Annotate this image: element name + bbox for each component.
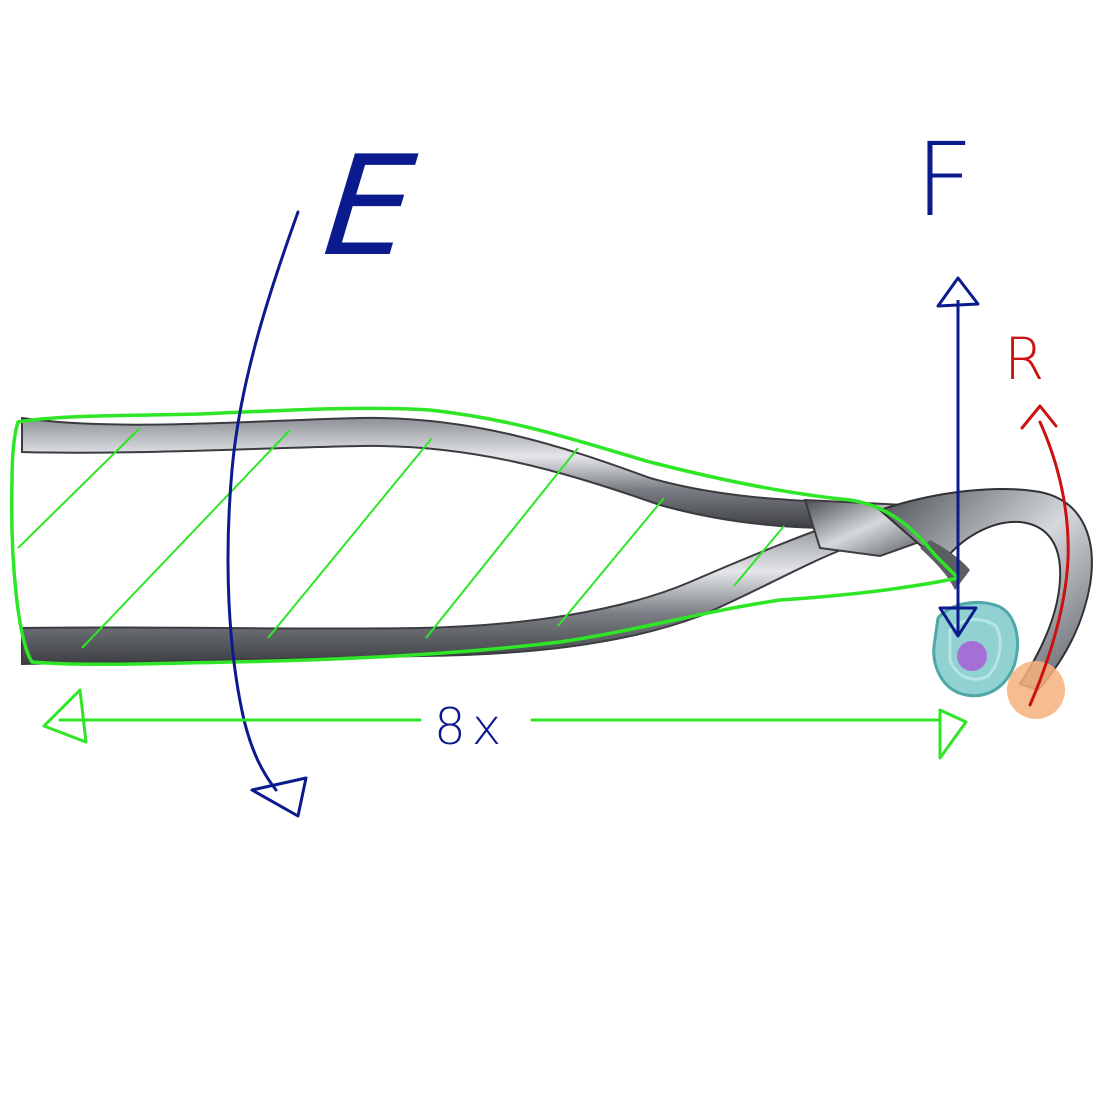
hatch-line [81,429,291,649]
length-arrow-head-right [938,708,968,760]
length-arrow [42,688,968,760]
length-arrow-head-left [42,688,88,744]
forceps-upper-handle [21,416,842,530]
hatch-line [557,497,665,627]
effort-arm-outline [9,406,960,667]
forceps-lower-handle [21,520,848,666]
tooth-highlight [948,618,1002,681]
effort-arm-hatching [17,427,785,649]
hatch-line [733,525,785,587]
effort-arrow-shaft [226,210,300,792]
resistance-arrow-head [1020,404,1058,430]
resistance-arrow-shaft [1028,420,1070,707]
resistance-arrow [1020,404,1070,707]
fulcrum-label: F [915,121,974,240]
hatch-line [267,437,433,639]
effort-label: E [317,126,422,287]
resistance-label: R [1004,325,1045,393]
hatch-line [17,427,141,549]
fulcrum-arrow-head-down [938,606,978,638]
forceps-instrument [21,416,1093,692]
hatch-line [425,447,579,639]
effort-arrow [226,210,308,818]
length-label: 8x [434,698,508,756]
fulcrum-arrow-head-up [936,276,980,308]
fulcrum-arrow [936,276,980,638]
fulcrum-point [957,641,987,671]
effort-arrow-head [250,776,308,818]
